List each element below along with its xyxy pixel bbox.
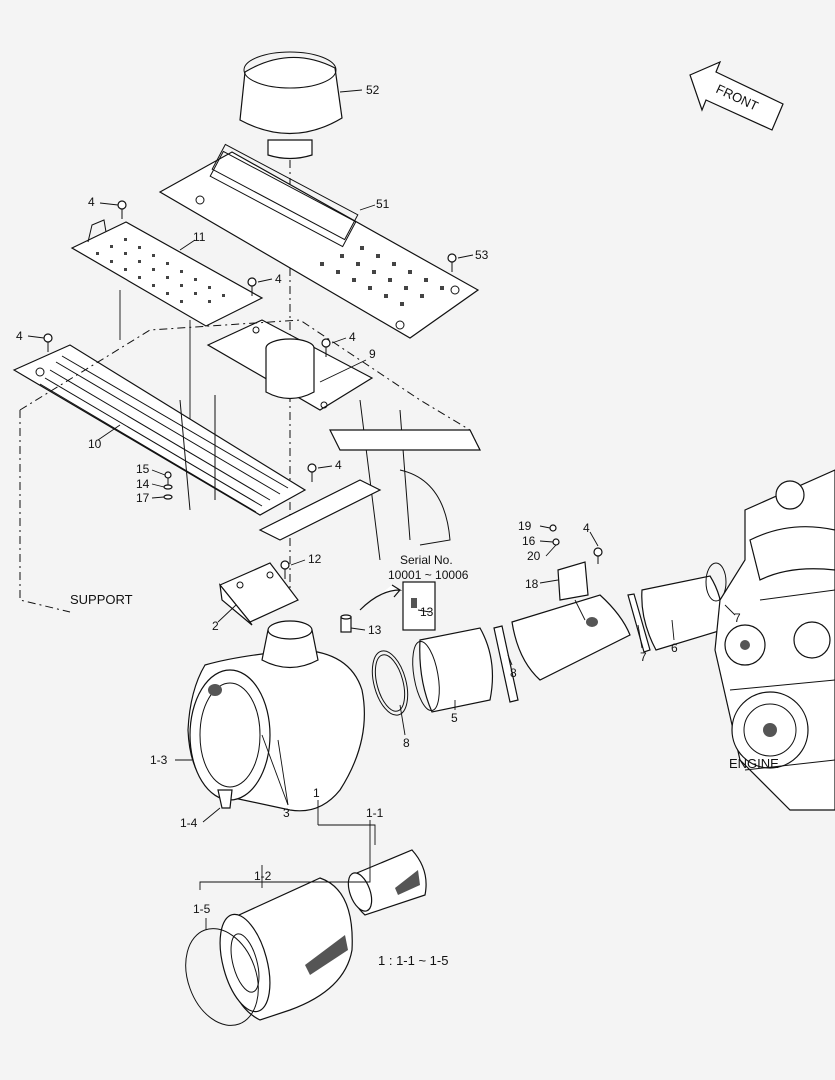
callout-7: 7	[640, 650, 647, 664]
callout-51: 51	[376, 197, 390, 211]
kit-note: 1 : 1-1 ~ 1-5	[378, 953, 448, 968]
leader-lines	[27, 89, 736, 930]
callout-1-4: 1-4	[180, 816, 198, 830]
step-plate	[12, 344, 307, 516]
callout-53: 53	[475, 248, 489, 262]
support-label: SUPPORT	[70, 592, 133, 607]
callout-4: 4	[349, 330, 356, 344]
callout-11: 11	[193, 230, 206, 244]
callout-1-2: 1-2	[254, 869, 272, 883]
engine-label: ENGINE	[729, 756, 779, 771]
callout-12: 12	[308, 552, 322, 566]
callout-1-3: 1-3	[150, 753, 168, 767]
callout-4: 4	[583, 521, 590, 535]
callout-17: 17	[136, 491, 150, 505]
service-indicator	[340, 581, 436, 633]
callout-5: 5	[451, 711, 458, 725]
support-frame	[19, 319, 481, 613]
callout-20: 20	[527, 549, 541, 563]
callout-1: 1	[313, 786, 320, 800]
callout-labels: 52 51 53 11 4 4 4 4 9 10 4 15 14 17 12 2…	[16, 83, 779, 968]
engine-icon	[714, 469, 835, 811]
callout-4: 4	[335, 458, 342, 472]
bracket	[219, 562, 299, 626]
callout-2: 2	[212, 619, 219, 633]
small-cover-plate	[70, 219, 264, 420]
callout-8: 8	[403, 736, 410, 750]
callout-14: 14	[136, 477, 150, 491]
air-cleaner-icon	[187, 620, 365, 812]
callout-1-5: 1-5	[193, 902, 211, 916]
bolts	[43, 200, 603, 579]
hose-bracket	[557, 561, 589, 621]
callout-19: 19	[518, 519, 532, 533]
safety-element	[347, 849, 427, 916]
callout-4: 4	[275, 272, 282, 286]
top-cover-plate	[158, 143, 480, 339]
callout-13: 13	[420, 605, 434, 619]
callout-18: 18	[525, 577, 539, 591]
callout-9: 9	[369, 347, 376, 361]
serial-range: 10001 ~ 10006	[388, 568, 469, 582]
callout-4: 4	[88, 195, 95, 209]
front-arrow-icon: FRONT	[689, 60, 784, 131]
callout-13: 13	[368, 623, 382, 637]
callout-3: 3	[283, 806, 290, 820]
serial-title: Serial No.	[400, 553, 453, 567]
callout-10: 10	[88, 437, 102, 451]
callout-7: 7	[734, 611, 741, 625]
intake-mount-plate	[206, 319, 374, 411]
o-ring	[185, 928, 259, 1026]
callout-52: 52	[366, 83, 380, 97]
intake-hoses	[371, 562, 727, 716]
callout-4: 4	[16, 329, 23, 343]
callout-1-1: 1-1	[366, 806, 384, 820]
callout-8: 8	[510, 666, 517, 680]
callout-15: 15	[136, 462, 150, 476]
main-element	[219, 877, 353, 1021]
callout-16: 16	[522, 534, 536, 548]
callout-6: 6	[671, 641, 678, 655]
